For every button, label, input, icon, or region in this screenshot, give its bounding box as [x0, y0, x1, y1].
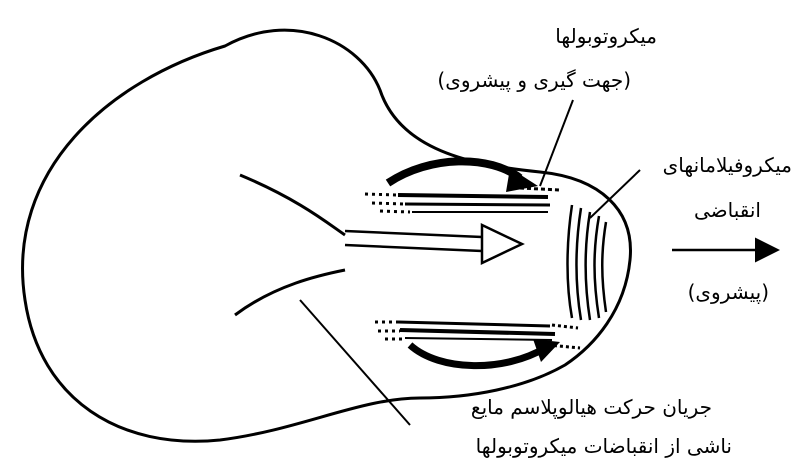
upper-curved-arrow	[388, 161, 538, 192]
lower-curved-arrow	[410, 339, 560, 366]
lower-microtubule-bundle	[375, 322, 580, 348]
upper-microtubule-bundle	[365, 188, 560, 212]
label-microfilaments-role: انقباضی	[694, 200, 761, 220]
label-advance: (پیشروی)	[688, 282, 769, 302]
microfilament-arcs	[568, 205, 607, 320]
label-microtubules: میکروتوبولها	[555, 26, 657, 46]
flow-line-lower	[235, 270, 345, 315]
label-flow-line1: جریان حرکت هیالوپلاسم مایع	[471, 397, 712, 417]
central-flow-arrow	[345, 225, 522, 263]
flow-line-upper	[240, 175, 345, 235]
label-flow-line2: ناشی از انقباضات میکروتوبولها	[476, 436, 732, 456]
label-microtubules-role: (جهت گیری و پیشروی)	[437, 70, 631, 90]
microfilaments-leader-line	[590, 170, 640, 218]
label-microfilaments: میکروفیلامانهای	[663, 155, 792, 175]
